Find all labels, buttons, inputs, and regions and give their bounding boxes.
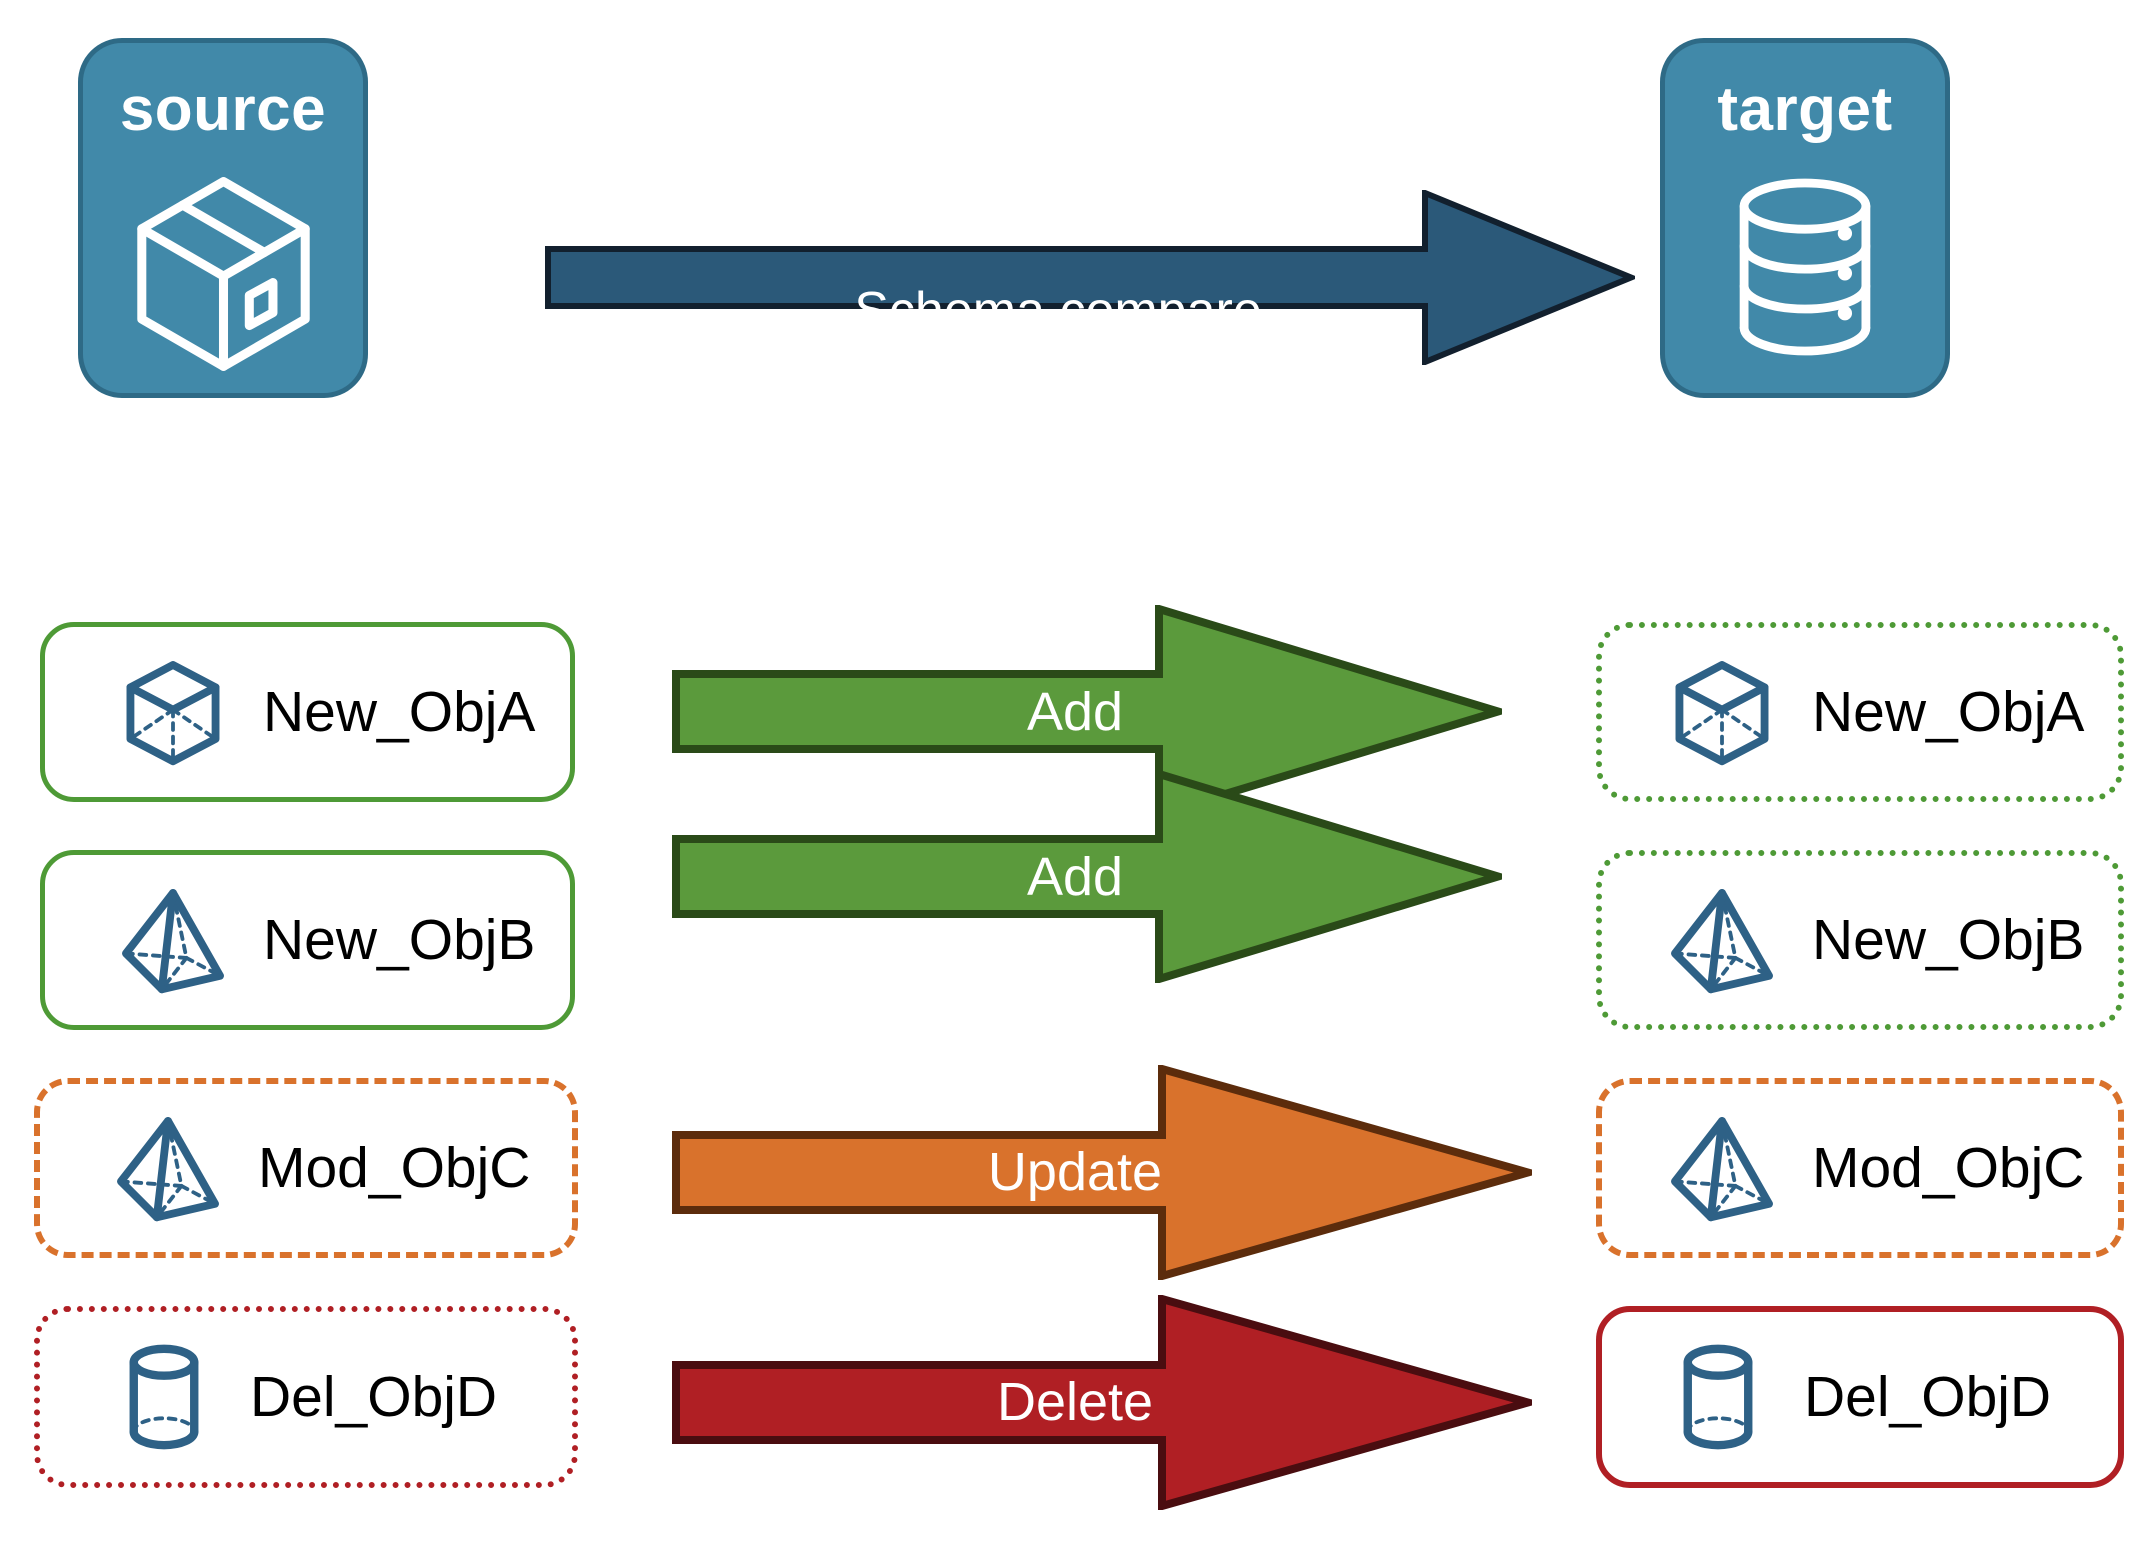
endpoint-card-target[interactable]: target: [1660, 38, 1950, 398]
source-object-label: New_ObjA: [263, 680, 536, 744]
target-object-card[interactable]: Mod_ObjC: [1596, 1078, 2124, 1258]
endpoint-card-source[interactable]: source: [78, 38, 368, 398]
target-object-card[interactable]: New_ObjA: [1596, 622, 2124, 802]
source-object-label: New_ObjB: [263, 908, 536, 972]
target-object-label: New_ObjB: [1812, 908, 2085, 972]
target-object-card[interactable]: New_ObjB: [1596, 850, 2124, 1030]
action-arrow-label: Delete: [996, 1372, 1154, 1432]
source-object-label: Mod_ObjC: [258, 1136, 531, 1200]
source-object-label: Del_ObjD: [250, 1365, 498, 1429]
package-box-icon: [83, 141, 363, 393]
source-object-card[interactable]: New_ObjB: [40, 850, 575, 1030]
target-object-label: New_ObjA: [1812, 680, 2085, 744]
action-arrow-label: Add: [1026, 682, 1124, 742]
endpoint-title-target: target: [1717, 75, 1893, 144]
source-object-card[interactable]: New_ObjA: [40, 622, 575, 802]
endpoint-title-source: source: [119, 75, 327, 144]
cylinder-wireframe-icon: [112, 1341, 216, 1453]
cube-wireframe-icon: [1666, 656, 1778, 768]
pyramid-wireframe-icon: [1666, 884, 1778, 996]
pyramid-wireframe-icon: [1666, 1112, 1778, 1224]
schema-compare-label: Schema compare: [854, 282, 1262, 340]
source-object-card[interactable]: Mod_ObjC: [34, 1078, 578, 1258]
action-arrow-add[interactable]: [672, 768, 1512, 985]
action-arrow-label: Add: [1026, 847, 1124, 907]
target-object-label: Mod_ObjC: [1812, 1136, 2085, 1200]
pyramid-wireframe-icon: [112, 1112, 224, 1224]
action-arrow-label: Update: [987, 1142, 1163, 1202]
source-object-card[interactable]: Del_ObjD: [34, 1306, 578, 1488]
action-arrow-delete[interactable]: [672, 1293, 1543, 1512]
target-object-label: Del_ObjD: [1804, 1365, 2052, 1429]
database-cylinder-icon: [1665, 141, 1945, 393]
schema-compare-arrow[interactable]: [545, 188, 1639, 367]
action-arrow-add[interactable]: [672, 603, 1512, 820]
pyramid-wireframe-icon: [117, 884, 229, 996]
cylinder-wireframe-icon: [1666, 1341, 1770, 1453]
cube-wireframe-icon: [117, 656, 229, 768]
target-object-card[interactable]: Del_ObjD: [1596, 1306, 2124, 1488]
action-arrow-update[interactable]: [672, 1063, 1543, 1282]
